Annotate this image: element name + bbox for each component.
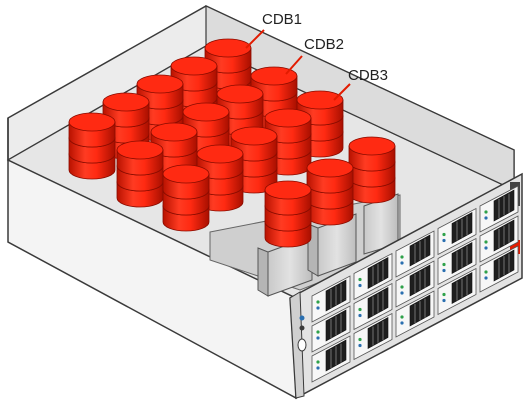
cdb3-label: CDB3 [348, 67, 388, 84]
database-stack-5 [68, 112, 116, 180]
drive-led-icon [316, 300, 320, 304]
drive-bay[interactable] [353, 282, 393, 331]
drive-led-icon [484, 276, 488, 280]
drive-bay[interactable] [479, 245, 519, 293]
drive-bay[interactable] [311, 305, 351, 353]
drive-led-icon [316, 306, 320, 310]
drive-led-icon [400, 321, 404, 325]
drive-led-icon [358, 337, 362, 342]
drive-led-icon [442, 298, 446, 303]
database-stack-17 [306, 158, 354, 226]
drive-led-icon [400, 261, 404, 265]
drive-led-icon [484, 210, 488, 214]
database-stack-18 [264, 180, 312, 248]
cdb1-leader-line [245, 29, 265, 49]
drive-bay[interactable] [353, 312, 393, 361]
drive-led-icon [358, 307, 362, 312]
drive-led-icon [358, 283, 362, 288]
drive-led-icon [316, 336, 320, 340]
drive-bays [311, 185, 519, 383]
drive-led-icon [484, 246, 488, 250]
front-faceplate [289, 172, 523, 400]
database-stack-10 [116, 140, 164, 208]
cdb3-leader-line [333, 83, 351, 101]
status-led-icon [299, 325, 305, 331]
cdb2-label: CDB2 [304, 36, 344, 53]
front-accent-stripe [510, 240, 520, 254]
drive-bay[interactable] [479, 215, 519, 263]
cdb1-label: CDB1 [262, 11, 302, 28]
drive-bay[interactable] [479, 185, 519, 233]
drive-led-icon [484, 270, 488, 274]
drive-led-icon [358, 343, 362, 348]
drive-led-icon [358, 313, 362, 318]
drive-led-icon [442, 232, 446, 237]
database-stack-15 [162, 164, 210, 232]
drive-led-icon [442, 268, 446, 273]
drive-led-icon [316, 330, 320, 334]
callout-lines [245, 29, 351, 101]
drive-bay[interactable] [395, 230, 435, 278]
drive-led-icon [442, 238, 446, 243]
drive-bay[interactable] [437, 267, 477, 316]
drive-bay[interactable] [395, 290, 435, 338]
drive-led-icon [442, 262, 446, 267]
drive-led-icon [484, 216, 488, 220]
drive-led-icon [400, 255, 404, 259]
drive-led-icon [358, 277, 362, 282]
database-stacks [68, 38, 396, 248]
power-button[interactable] [297, 338, 307, 352]
database-stack-16 [348, 136, 396, 204]
drive-led-icon [484, 240, 488, 244]
drive-bay[interactable] [395, 260, 435, 308]
drive-led-icon [400, 285, 404, 289]
drive-led-icon [400, 315, 404, 319]
drive-bay[interactable] [437, 237, 477, 286]
drive-led-icon [400, 291, 404, 295]
drive-bay[interactable] [311, 335, 351, 383]
cdb2-leader-line [285, 55, 303, 75]
power-led-icon [299, 315, 305, 321]
drive-led-icon [316, 360, 320, 364]
drive-led-icon [442, 292, 446, 297]
drive-bay[interactable] [353, 252, 393, 301]
drive-bay[interactable] [311, 275, 351, 323]
drive-led-icon [316, 366, 320, 370]
drive-bay[interactable] [437, 207, 477, 256]
